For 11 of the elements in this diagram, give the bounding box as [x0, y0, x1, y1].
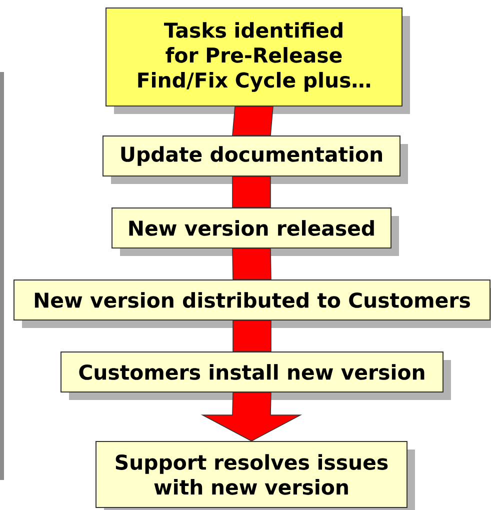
process-box: Tasks identified for Pre-Release Find/Fix Cycle plus…: [106, 8, 410, 114]
process-box: New version released: [112, 208, 399, 256]
arrow: [232, 176, 271, 208]
arrow: [232, 248, 272, 280]
process-box: Support resolves issues with new version: [96, 441, 415, 510]
arrow: [232, 106, 274, 136]
process-box: New version distributed to Customers: [14, 280, 491, 328]
arrow: [232, 320, 272, 352]
process-box: Update documentation: [102, 136, 408, 184]
process-box: Customers install new version: [60, 352, 451, 400]
arrow: [200, 392, 302, 442]
